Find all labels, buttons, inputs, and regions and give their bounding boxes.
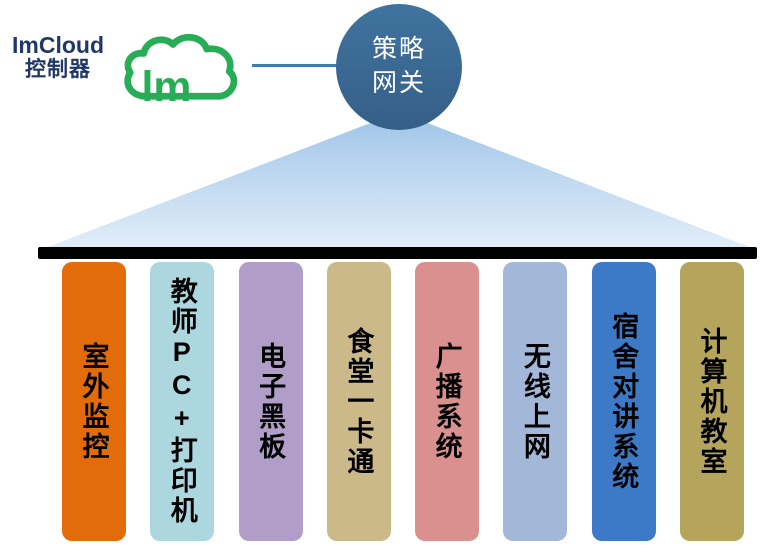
endpoint-column: 广播系统 <box>415 262 480 541</box>
endpoint-column: 电子黑板 <box>238 262 303 541</box>
endpoint-column: 无线上网 <box>503 262 568 541</box>
endpoint-column: 宿舍对讲系统 <box>591 262 656 541</box>
funnel-triangle <box>40 112 757 250</box>
brand-name: ImCloud <box>12 32 104 58</box>
cloud-icon: lm <box>124 34 238 111</box>
endpoint-column-label: 无线上网 <box>519 341 550 462</box>
endpoint-column-label: 电子黑板 <box>255 341 286 462</box>
policy-gateway-node: 策略 网关 <box>336 4 462 130</box>
endpoint-column-label: 食堂一卡通 <box>343 326 374 477</box>
endpoint-column-label: 教师PC+打印机 <box>166 277 197 526</box>
gateway-label-line1: 策略 <box>371 35 426 64</box>
brand-subtitle: 控制器 <box>25 58 91 82</box>
connector-line <box>252 64 338 67</box>
brand-label: ImCloud 控制器 <box>10 32 106 83</box>
endpoint-column-label: 计算机教室 <box>696 326 727 477</box>
endpoint-column: 教师PC+打印机 <box>150 262 215 541</box>
endpoint-column: 计算机教室 <box>679 262 744 541</box>
endpoint-column: 室外监控 <box>62 262 126 541</box>
endpoint-column-label: 宿舍对讲系统 <box>608 311 639 492</box>
baseline-bar <box>38 247 757 259</box>
endpoint-column-label: 室外监控 <box>78 341 109 462</box>
endpoint-columns: 室外监控 教师PC+打印机 电子黑板 食堂一卡通 广播系统 无线上网 宿舍对讲系统 计算机教室 <box>62 262 744 541</box>
endpoint-column: 食堂一卡通 <box>326 262 391 541</box>
endpoint-column-label: 广播系统 <box>431 341 462 462</box>
gateway-label-line2: 网关 <box>371 69 426 97</box>
cloud-brand-text: lm <box>142 63 192 111</box>
